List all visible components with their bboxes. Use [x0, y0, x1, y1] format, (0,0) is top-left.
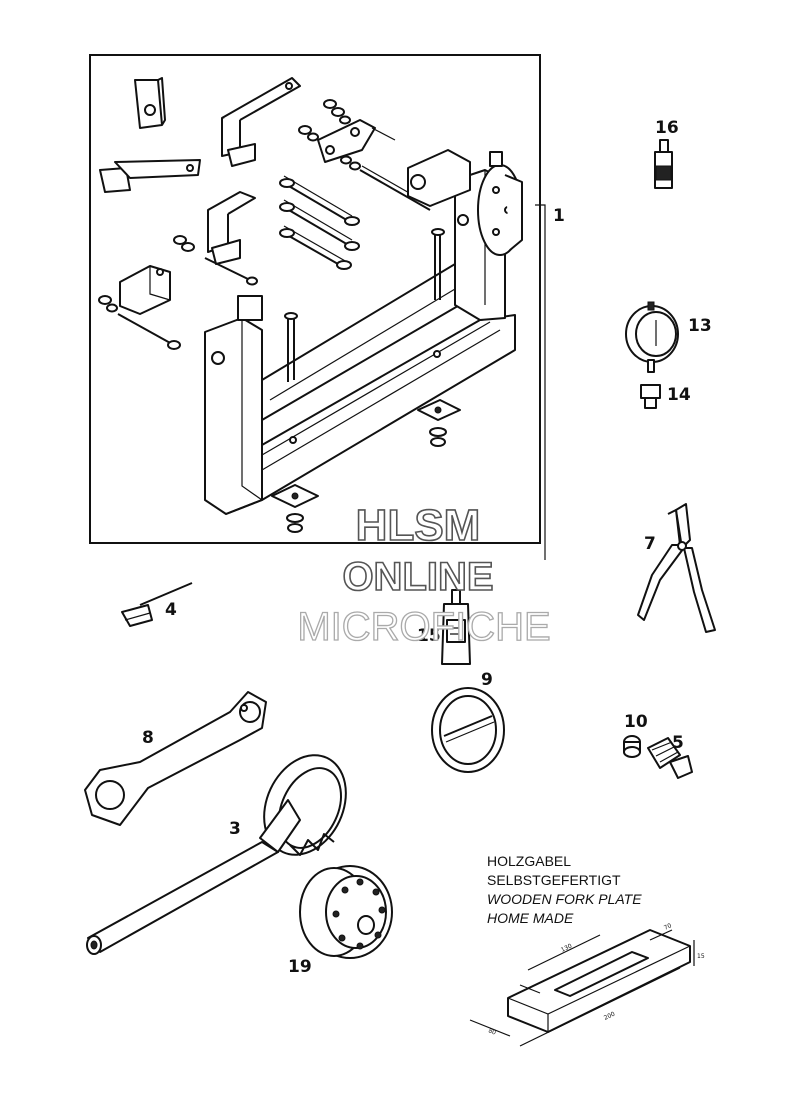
part-10-cap [623, 735, 641, 758]
callout-1: 1 [553, 206, 565, 226]
dim-130: 130 [560, 943, 574, 954]
callout-3: 3 [229, 819, 241, 839]
threaded-rods [279, 175, 360, 270]
part-7-pliers [637, 503, 716, 633]
callout-15: 15 [417, 626, 441, 646]
dim-80: 80 [487, 1027, 497, 1036]
callout-4: 4 [165, 600, 177, 620]
callout-19: 19 [288, 957, 312, 977]
foot-pad-left [271, 484, 319, 533]
part-19-hub [299, 865, 393, 959]
fork-plate-note: HOLZGABEL SELBSTGEFERTIGT WOODEN FORK PL… [487, 853, 642, 926]
callout-10: 10 [624, 712, 648, 732]
part-9-disc [431, 687, 505, 773]
callout-7: 7 [644, 534, 656, 554]
note-line-3: WOODEN FORK PLATE [487, 891, 642, 907]
part-3-holder [86, 754, 347, 955]
watermark-line-2: ONLINE [342, 555, 493, 599]
hook-bracket-lower-left [98, 265, 181, 350]
callout-14: 14 [667, 385, 691, 405]
part-4-tool [121, 582, 193, 627]
dim-200: 200 [603, 1011, 617, 1022]
wooden-fork-plate [469, 929, 695, 1047]
leader-1 [535, 204, 546, 560]
part-8-spanner [84, 691, 267, 826]
hook-bracket-middle [207, 191, 256, 265]
dim-15: 15 [697, 953, 705, 960]
engine-stand-frame [204, 149, 523, 515]
part-13-dial-gauge [625, 301, 679, 373]
clamp-plate [317, 119, 433, 211]
hanger-bracket-top [221, 77, 301, 167]
part-5-bolt [647, 737, 693, 779]
l-bracket-left [99, 159, 201, 193]
part-15-bottle [441, 589, 471, 665]
callout-9: 9 [481, 670, 493, 690]
part-16-bottle [654, 139, 673, 189]
callout-16: 16 [655, 118, 679, 138]
foot-pad-right [417, 399, 461, 447]
note-line-4: HOME MADE [487, 910, 574, 926]
watermark-line-3: MICROFICHE [297, 605, 550, 649]
small-bracket [134, 77, 166, 129]
engine-stand-kit-box [89, 54, 541, 544]
dim-70: 70 [663, 922, 673, 932]
callout-13: 13 [688, 316, 712, 336]
nuts-left-middle [173, 235, 258, 286]
note-line-2: SELBSTGEFERTIGT [487, 872, 621, 888]
note-line-1: HOLZGABEL [487, 853, 571, 869]
part-14-adapter [640, 384, 661, 409]
nuts-washers-top [298, 99, 351, 142]
watermark-line-1: HLSM [356, 501, 481, 550]
callout-8: 8 [142, 728, 154, 748]
callout-5: 5 [672, 733, 684, 753]
